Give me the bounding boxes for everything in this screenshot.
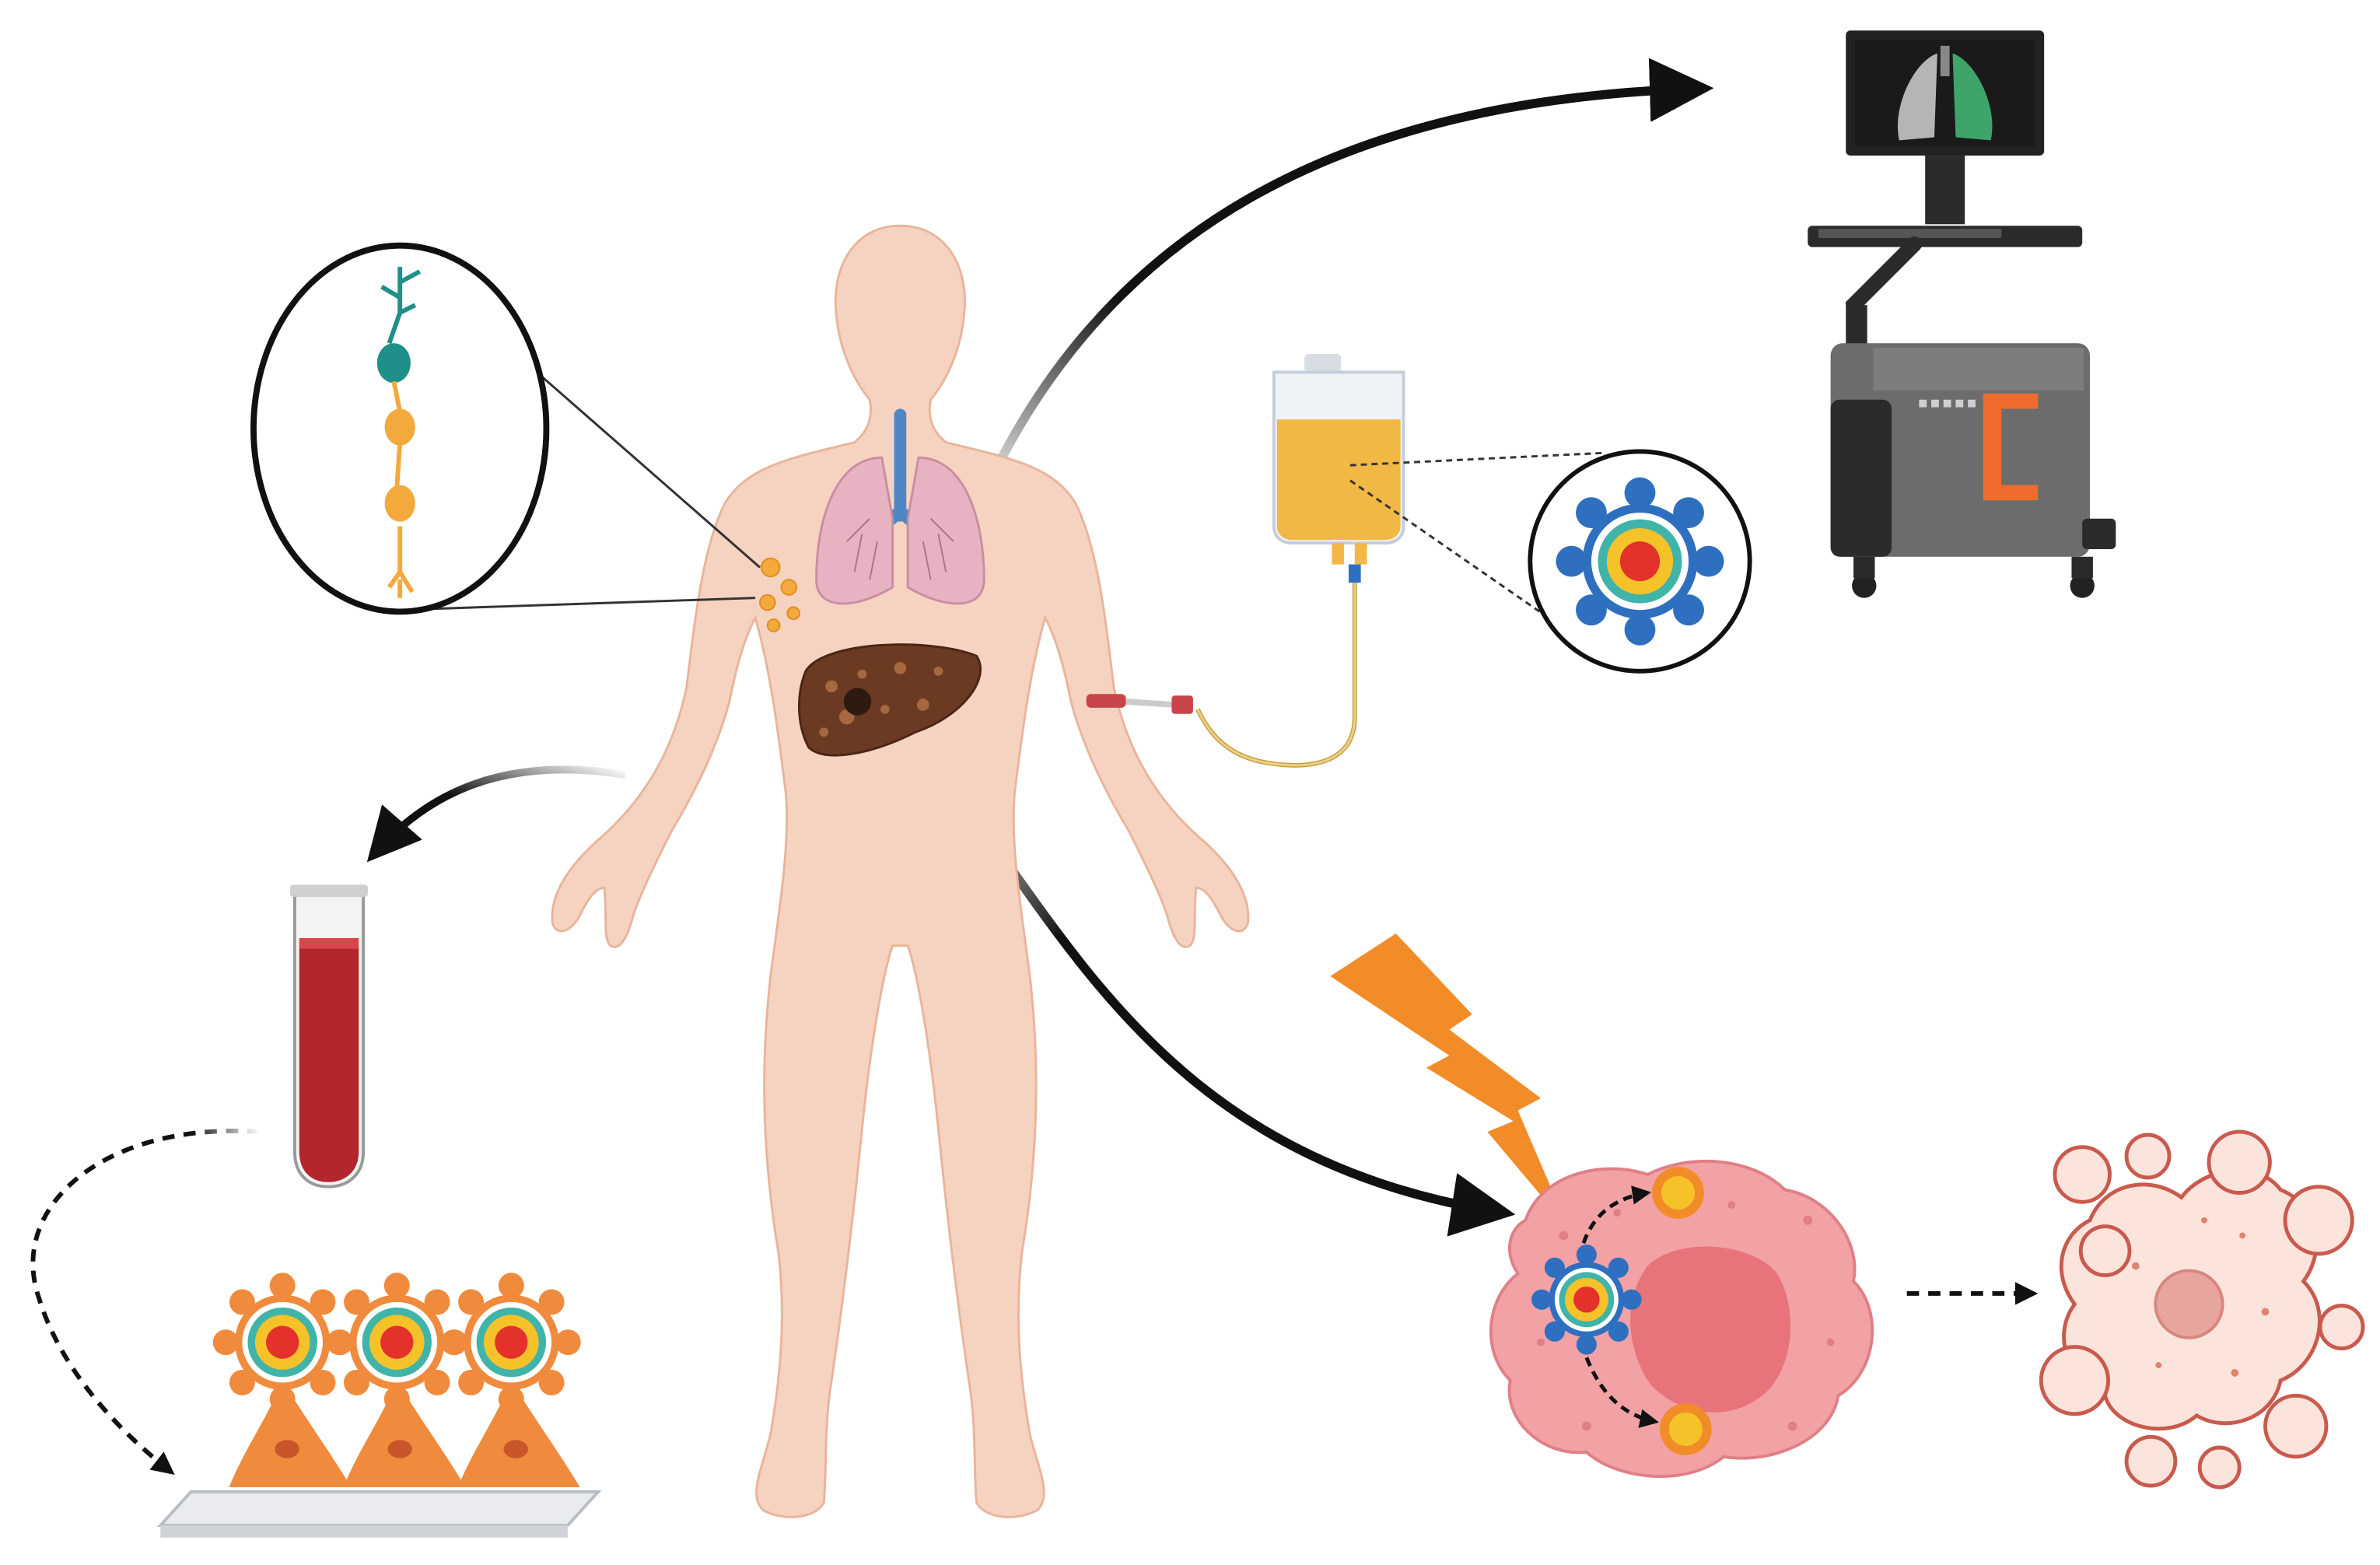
body-silhouette [551,224,1250,1518]
liver [797,643,982,757]
culture-cells [229,1380,580,1487]
nerve-cluster [759,557,800,632]
tumor-nucleus [1630,1246,1791,1413]
arrow-to-imaging [972,58,1714,513]
ros-burst-bottom [1659,1403,1712,1455]
cell-culture [156,1273,602,1538]
human-body [551,224,1250,1518]
tumor-cell [1489,1159,1874,1478]
blood-tube [290,884,369,1189]
culture-nanoparticles [212,1273,581,1413]
iv-bag [1195,353,1405,768]
dead-cell [2039,1129,2365,1490]
lungs [815,456,985,605]
arrow-to-blood-tube [366,765,627,863]
dashed-arrow-to-culture [30,1129,260,1476]
ros-burst-top [1652,1167,1704,1219]
nanoparticle-zoom [1349,449,1752,674]
orange-neuron [387,380,415,598]
lightning-bolt [1330,933,1569,1228]
iv-catheter [1086,694,1193,714]
neuron-zoom [250,242,761,615]
imaging-system [1808,30,2116,598]
teal-neuron [380,267,422,345]
